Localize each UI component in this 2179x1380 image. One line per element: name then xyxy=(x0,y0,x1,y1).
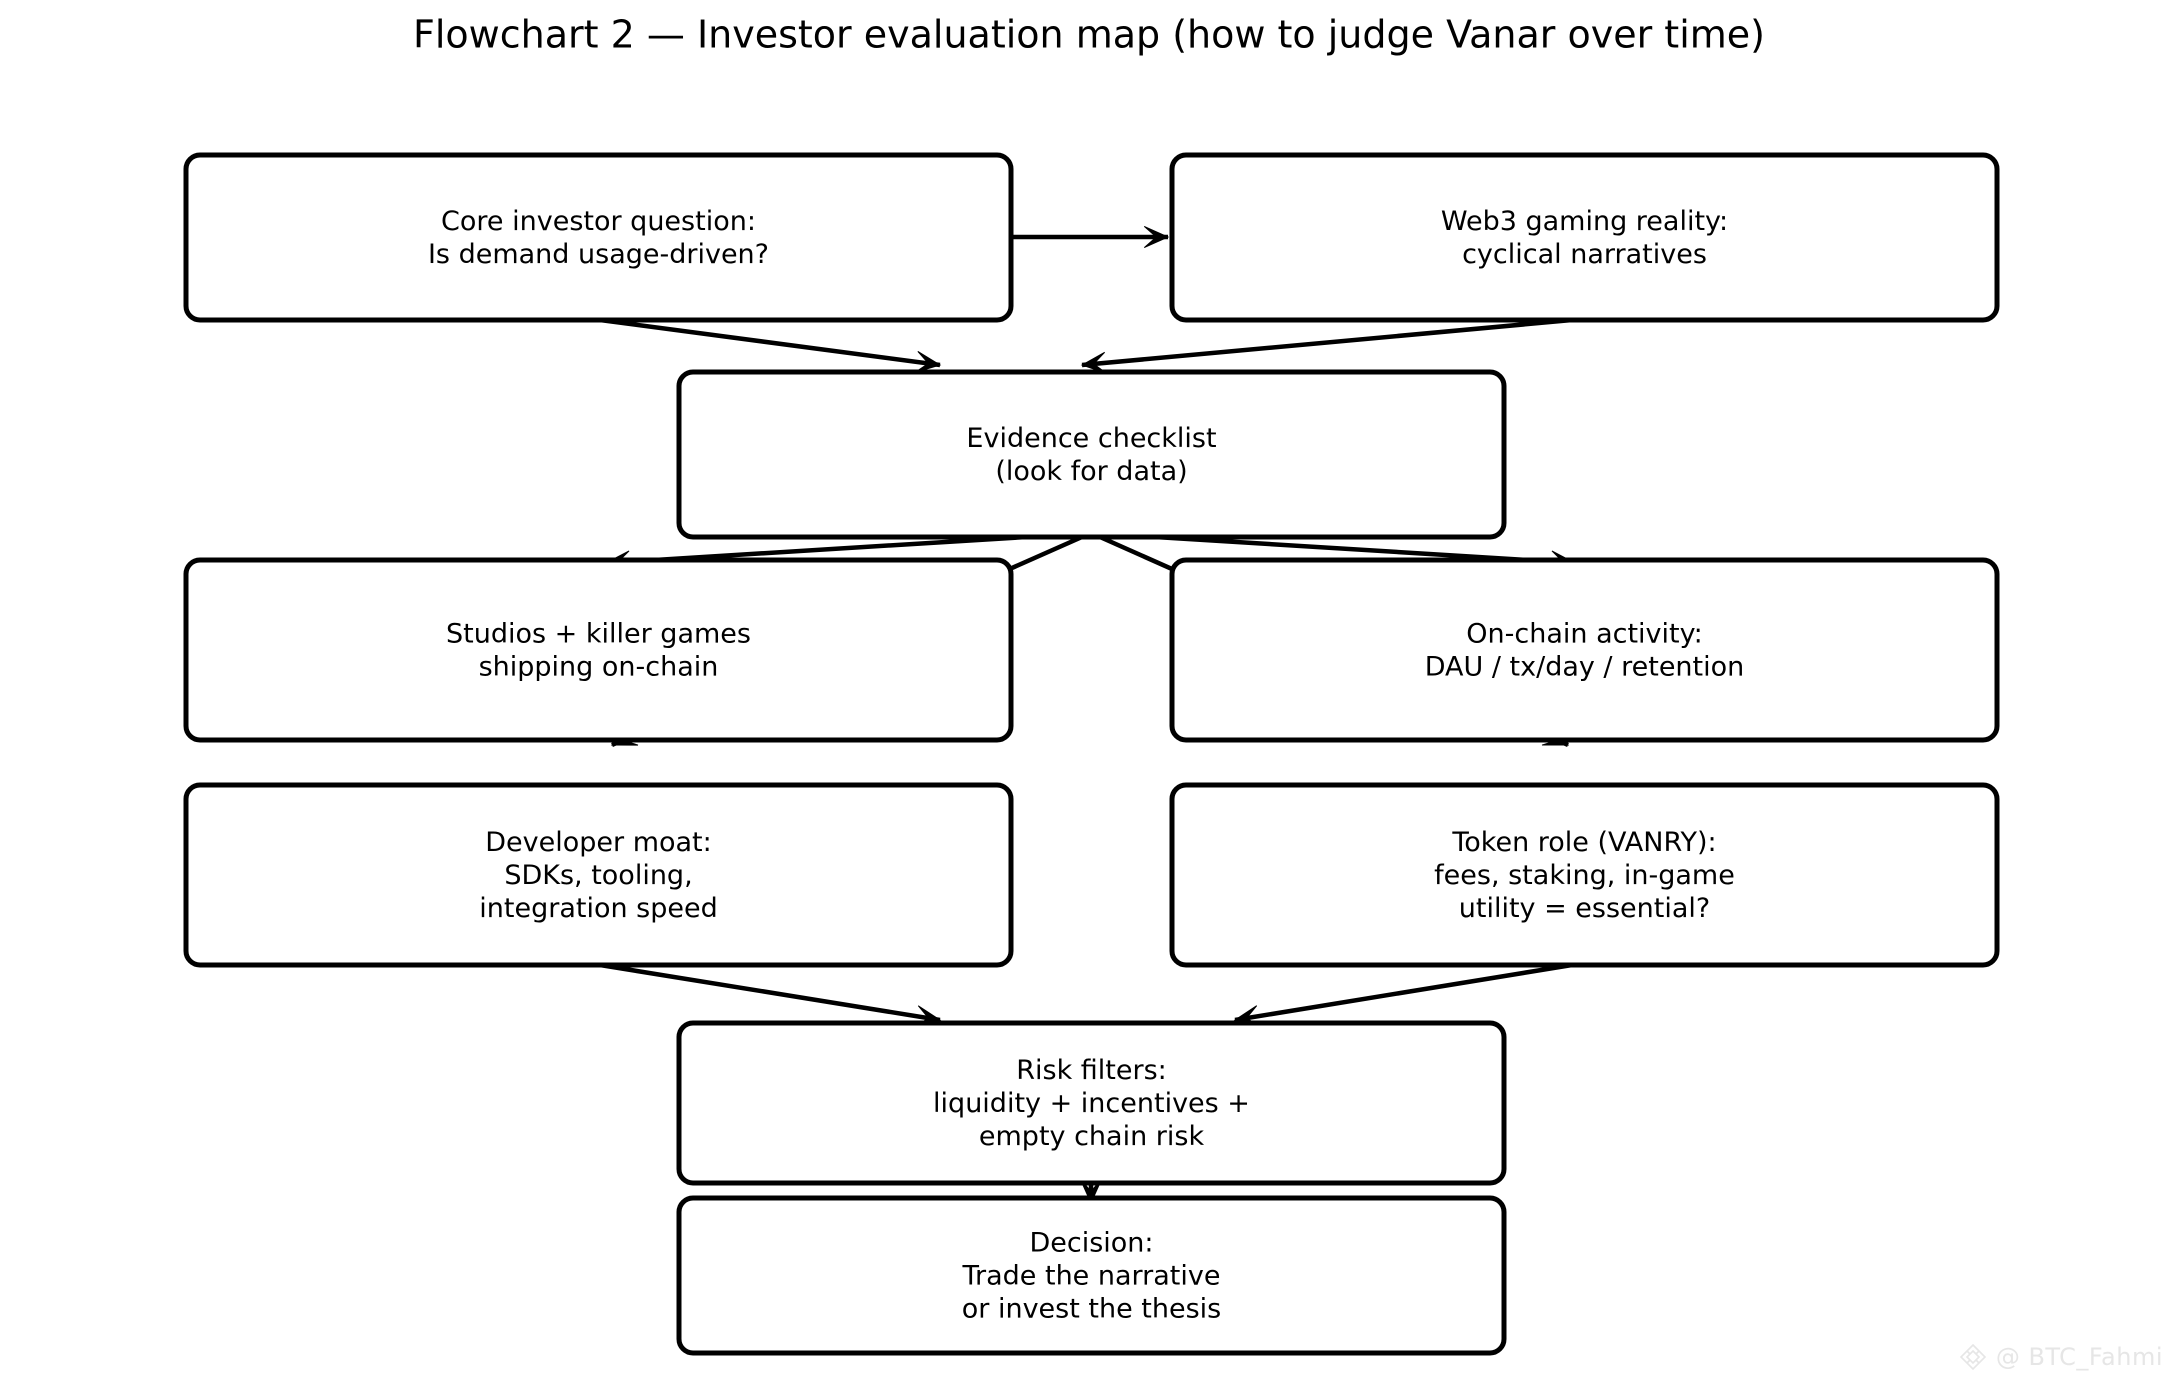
node-label-line: Trade the narrative xyxy=(961,1261,1220,1292)
edge-line xyxy=(1234,962,1573,1023)
node-label-line: On-chain activity: xyxy=(1466,619,1702,650)
node-core_question[interactable]: Core investor question:Is demand usage-d… xyxy=(183,152,1014,323)
node-label-line: Decision: xyxy=(1029,1228,1153,1259)
node-risk_filters[interactable]: Risk filters:liquidity + incentives +emp… xyxy=(676,1020,1507,1186)
edge-line xyxy=(599,317,941,368)
node-label-line: Token role (VANRY): xyxy=(1451,827,1716,858)
node-label-line: (look for data) xyxy=(995,456,1187,487)
node-box[interactable] xyxy=(183,782,1014,968)
node-label-line: integration speed xyxy=(479,893,717,924)
node-label-line: or invest the thesis xyxy=(962,1294,1221,1325)
edge-line xyxy=(1081,317,1573,368)
node-box[interactable] xyxy=(183,152,1014,323)
node-label-line: empty chain risk xyxy=(979,1121,1205,1152)
node-label-line: Web3 gaming reality: xyxy=(1441,206,1728,237)
edge-developer_moat-to-risk_filters xyxy=(599,962,942,1028)
arrowhead-icon xyxy=(1143,225,1170,249)
node-label-line: liquidity + incentives + xyxy=(933,1088,1250,1119)
node-box[interactable] xyxy=(676,1020,1507,1186)
watermark: @ BTC_Fahmi xyxy=(1958,1342,2163,1372)
node-label-line: cyclical narratives xyxy=(1462,239,1707,270)
node-label-line: Developer moat: xyxy=(485,827,712,858)
node-onchain_activity[interactable]: On-chain activity:DAU / tx/day / retenti… xyxy=(1169,557,2000,743)
node-label-line: Risk filters: xyxy=(1016,1055,1167,1086)
edge-core_question-to-web3_reality xyxy=(1011,225,1170,249)
diamond-logo-icon xyxy=(1958,1342,1988,1372)
node-box[interactable] xyxy=(1169,557,2000,743)
node-box[interactable] xyxy=(676,369,1507,540)
edge-core_question-to-evidence_checklist xyxy=(599,317,942,373)
node-label-line: Evidence checklist xyxy=(966,423,1216,454)
node-evidence_checklist[interactable]: Evidence checklist(look for data) xyxy=(676,369,1507,540)
node-box[interactable] xyxy=(676,1195,1507,1356)
node-label-line: Studios + killer games xyxy=(446,619,751,650)
node-label-line: fees, staking, in-game xyxy=(1434,860,1735,891)
node-box[interactable] xyxy=(1169,152,2000,323)
watermark-handle: @ BTC_Fahmi xyxy=(1995,1343,2163,1371)
node-box[interactable] xyxy=(1169,782,2000,968)
edge-line xyxy=(599,962,941,1023)
node-box[interactable] xyxy=(183,557,1014,743)
node-label-line: Is demand usage-driven? xyxy=(428,239,769,270)
node-label-line: Core investor question: xyxy=(441,206,756,237)
node-label-line: SDKs, tooling, xyxy=(504,860,692,891)
chart-title: Flowchart 2 — Investor evaluation map (h… xyxy=(413,13,1765,57)
node-web3_reality[interactable]: Web3 gaming reality:cyclical narratives xyxy=(1169,152,2000,323)
nodes-layer: Core investor question:Is demand usage-d… xyxy=(183,152,2000,1356)
node-label-line: shipping on-chain xyxy=(479,652,719,683)
node-label-line: utility = essential? xyxy=(1459,893,1711,924)
node-developer_moat[interactable]: Developer moat:SDKs, tooling,integration… xyxy=(183,782,1014,968)
node-label-line: DAU / tx/day / retention xyxy=(1425,652,1745,683)
edge-web3_reality-to-evidence_checklist xyxy=(1080,317,1573,374)
node-token_role[interactable]: Token role (VANRY):fees, staking, in-gam… xyxy=(1169,782,2000,968)
edge-token_role-to-risk_filters xyxy=(1233,962,1573,1028)
